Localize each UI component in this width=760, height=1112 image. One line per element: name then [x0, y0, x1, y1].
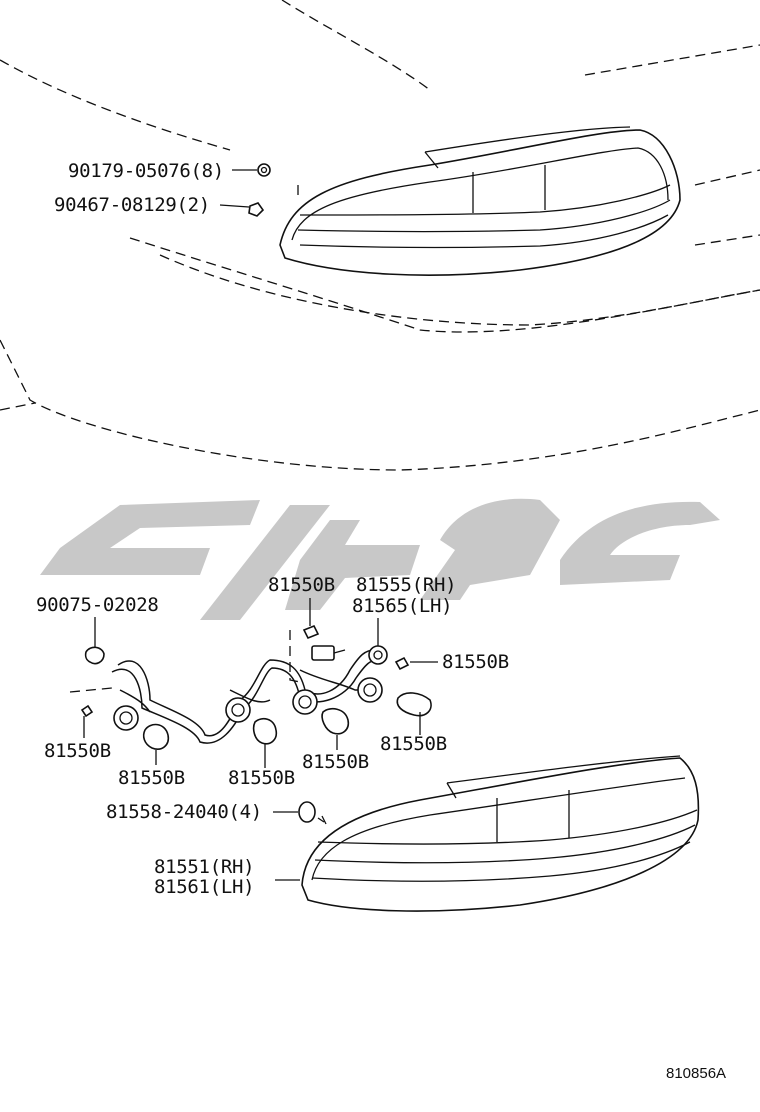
callout-labels: 90179-05076(8) 90467-08129(2) 90075-0202…: [36, 160, 726, 1082]
label-socket-rh: 81555(RH): [356, 574, 456, 596]
illustration-code: 810856A: [666, 1065, 726, 1082]
label-bulb-c: 81550B: [44, 740, 111, 762]
label-grommet: 90075-02028: [36, 594, 159, 616]
label-top-bolt: 90467-08129(2): [54, 194, 210, 216]
upper-tail-lamp: [279, 126, 681, 276]
lower-tail-lamp: [301, 755, 700, 912]
label-bulb-f: 81550B: [118, 767, 185, 789]
label-bulb-g: 81550B: [228, 767, 295, 789]
gasket-hardware: [298, 801, 327, 825]
label-bulb-b: 81550B: [442, 651, 509, 673]
car-body-outline: [0, 0, 760, 471]
label-socket-lh: 81565(LH): [352, 595, 452, 617]
leader-lines: [83, 598, 438, 881]
label-bulb-e: 81550B: [302, 751, 369, 773]
label-bulb-d: 81550B: [380, 733, 447, 755]
wiring-harness: [69, 624, 432, 750]
label-top-nut: 90179-05076(8): [68, 160, 224, 182]
label-gasket: 81558-24040(4): [106, 801, 262, 823]
label-lamp-lh: 81561(LH): [154, 876, 254, 898]
label-bulb-a: 81550B: [268, 574, 335, 596]
watermark-logo: [40, 498, 720, 620]
label-lamp-rh: 81551(RH): [154, 856, 254, 878]
top-hardware: [219, 163, 299, 217]
